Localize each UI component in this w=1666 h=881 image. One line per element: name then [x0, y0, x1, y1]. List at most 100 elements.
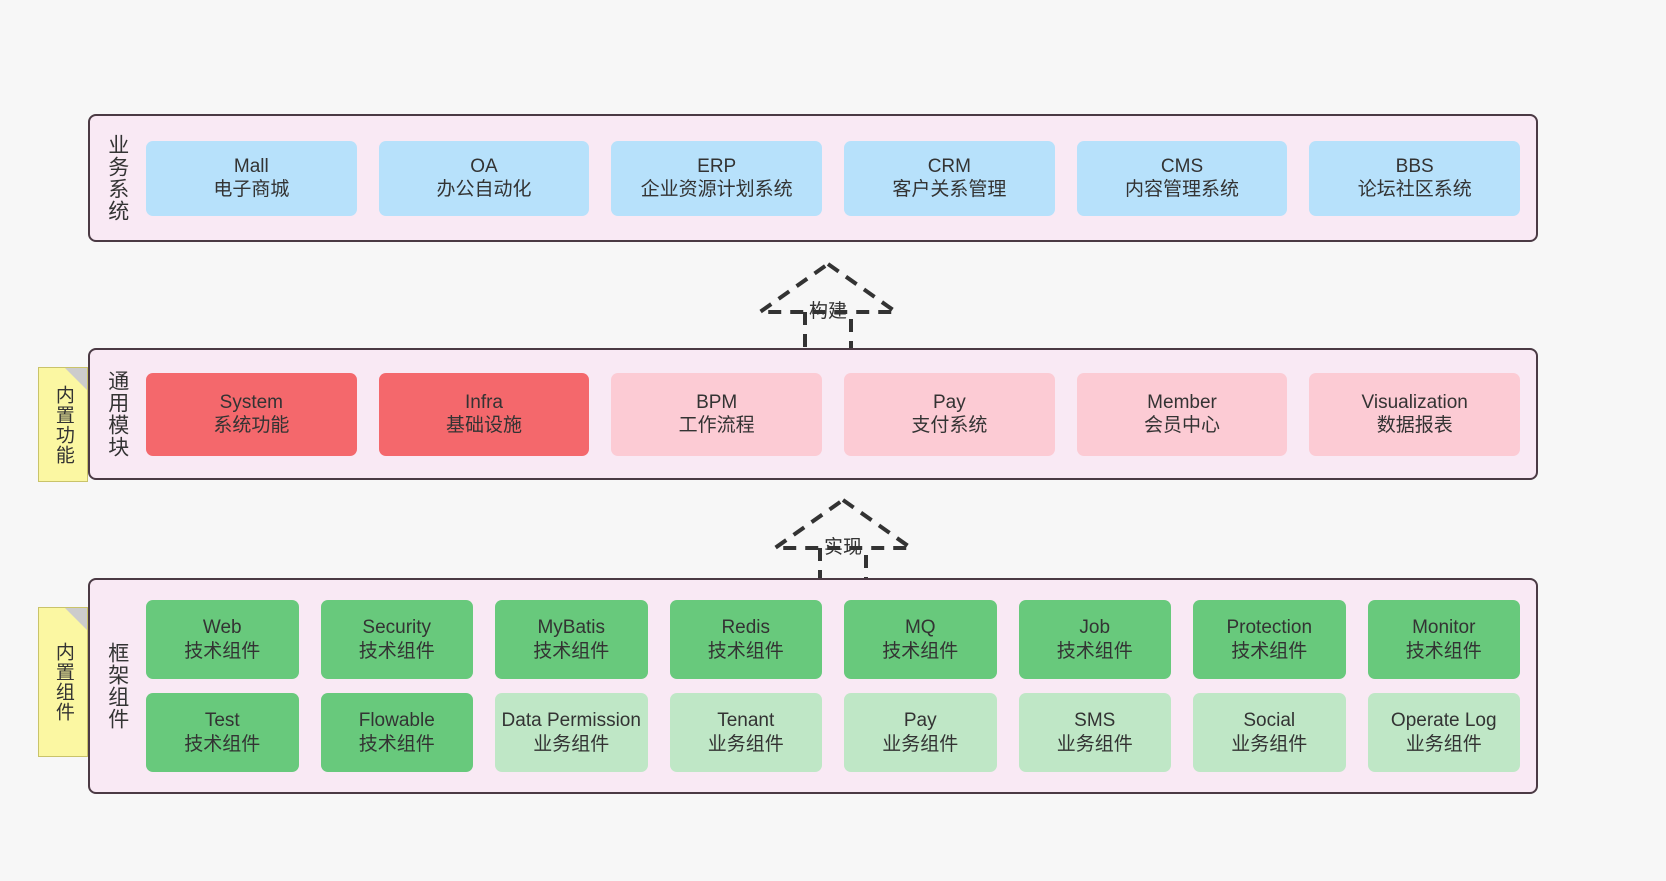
- node-title: BBS: [1395, 155, 1434, 177]
- node-protection[interactable]: Protection 技术组件: [1193, 600, 1346, 679]
- node-subtitle: 业务组件: [882, 733, 959, 755]
- common-node-row: System 系统功能 Infra 基础设施 BPM 工作流程 Pay 支付系统…: [146, 372, 1521, 456]
- node-pay-business[interactable]: Pay 业务组件: [844, 693, 997, 772]
- layer-common-module[interactable]: 通用模块 System 系统功能 Infra 基础设施 BPM 工作流程 Pay: [88, 348, 1538, 480]
- node-erp[interactable]: ERP 企业资源计划系统: [611, 140, 823, 216]
- framework-business-row: Test 技术组件 Flowable 技术组件 Data Permission …: [146, 693, 1520, 772]
- node-subtitle: 技术组件: [358, 640, 435, 662]
- node-security[interactable]: Security 技术组件: [320, 600, 473, 679]
- node-sms[interactable]: SMS 业务组件: [1018, 693, 1171, 772]
- node-redis[interactable]: Redis 技术组件: [669, 600, 822, 679]
- note-builtin-components[interactable]: 内置组件: [38, 607, 88, 757]
- node-title: System: [219, 391, 284, 413]
- layer-common-body: System 系统功能 Infra 基础设施 BPM 工作流程 Pay 支付系统…: [140, 350, 1536, 478]
- layer-common-title: 通用模块: [105, 370, 129, 458]
- node-subtitle: 技术组件: [1231, 640, 1308, 662]
- node-title: Redis: [721, 617, 771, 639]
- layer-business-body: Mall 电子商城 OA 办公自动化 ERP 企业资源计划系统 CRM 客户关系…: [140, 116, 1536, 240]
- node-title: OA: [470, 155, 498, 177]
- node-title: MyBatis: [537, 617, 606, 639]
- node-bbs[interactable]: BBS 论坛社区系统: [1309, 140, 1521, 216]
- node-title: CRM: [927, 155, 971, 177]
- node-subtitle: 电子商城: [213, 179, 290, 200]
- node-title: Flowable: [358, 710, 435, 732]
- business-node-row: Mall 电子商城 OA 办公自动化 ERP 企业资源计划系统 CRM 客户关系…: [146, 140, 1521, 216]
- node-subtitle: 论坛社区系统: [1357, 179, 1472, 200]
- node-title: Job: [1079, 617, 1111, 639]
- node-title: Member: [1147, 391, 1217, 413]
- node-title: Web: [202, 617, 242, 639]
- node-subtitle: 企业资源计划系统: [640, 179, 793, 200]
- note-builtin-features[interactable]: 内置功能: [38, 367, 88, 482]
- node-subtitle: 技术组件: [882, 640, 959, 662]
- node-subtitle: 客户关系管理: [892, 179, 1007, 200]
- node-mq[interactable]: MQ 技术组件: [844, 600, 997, 679]
- connector-label-implement: 实现: [823, 537, 863, 558]
- node-monitor[interactable]: Monitor 技术组件: [1367, 600, 1520, 679]
- node-title: Mall: [233, 155, 269, 177]
- node-mall[interactable]: Mall 电子商城: [146, 140, 357, 216]
- node-infra[interactable]: Infra 基础设施: [378, 372, 590, 456]
- node-operate-log[interactable]: Operate Log 业务组件: [1367, 693, 1520, 772]
- node-subtitle: 工作流程: [678, 415, 755, 436]
- node-pay[interactable]: Pay 支付系统: [844, 372, 1055, 456]
- layer-business-title: 业务系统: [105, 134, 129, 222]
- node-subtitle: 会员中心: [1144, 415, 1221, 436]
- node-subtitle: 技术组件: [707, 640, 784, 662]
- node-subtitle: 业务组件: [1056, 733, 1133, 755]
- layer-framework-body: Web 技术组件 Security 技术组件 MyBatis 技术组件 Redi…: [140, 580, 1536, 792]
- connector-arrow-build: 构建: [748, 258, 908, 358]
- node-subtitle: 基础设施: [446, 415, 523, 436]
- node-member[interactable]: Member 会员中心: [1076, 372, 1288, 456]
- node-subtitle: 内容管理系统: [1125, 179, 1240, 200]
- node-subtitle: 技术组件: [184, 640, 261, 662]
- node-subtitle: 技术组件: [358, 733, 435, 755]
- node-cms[interactable]: CMS 内容管理系统: [1076, 140, 1288, 216]
- node-title: Social: [1243, 710, 1296, 732]
- node-subtitle: 技术组件: [184, 733, 261, 755]
- node-oa[interactable]: OA 办公自动化: [378, 140, 590, 216]
- node-title: Data Permission: [501, 710, 641, 732]
- node-subtitle: 业务组件: [533, 733, 610, 755]
- framework-tech-row: Web 技术组件 Security 技术组件 MyBatis 技术组件 Redi…: [146, 600, 1520, 679]
- node-title: SMS: [1074, 710, 1116, 732]
- connector-label-build: 构建: [808, 301, 848, 322]
- node-bpm[interactable]: BPM 工作流程: [611, 372, 823, 456]
- node-visualization[interactable]: Visualization 数据报表: [1309, 372, 1521, 456]
- node-subtitle: 业务组件: [1231, 733, 1308, 755]
- node-title: Operate Log: [1390, 710, 1497, 732]
- node-tenant[interactable]: Tenant 业务组件: [669, 693, 822, 772]
- node-subtitle: 技术组件: [1056, 640, 1133, 662]
- node-subtitle: 办公自动化: [436, 179, 532, 200]
- node-title: MQ: [904, 617, 936, 639]
- node-subtitle: 技术组件: [533, 640, 610, 662]
- node-title: Pay: [932, 391, 966, 413]
- node-title: Protection: [1226, 617, 1313, 639]
- node-title: Pay: [903, 710, 937, 732]
- node-title: Tenant: [717, 710, 775, 732]
- node-subtitle: 业务组件: [1405, 733, 1482, 755]
- node-mybatis[interactable]: MyBatis 技术组件: [495, 600, 648, 679]
- node-web[interactable]: Web 技术组件: [146, 600, 299, 679]
- layer-business-system[interactable]: 业务系统 Mall 电子商城 OA 办公自动化 ERP 企业资源计划系统 CRM: [88, 114, 1538, 242]
- layer-framework-component[interactable]: 框架组件 Web 技术组件 Security 技术组件 MyBatis 技术组件…: [88, 578, 1538, 794]
- node-subtitle: 系统功能: [213, 415, 290, 436]
- node-social[interactable]: Social 业务组件: [1193, 693, 1346, 772]
- node-title: ERP: [697, 155, 737, 177]
- page-fold-icon: [65, 368, 87, 390]
- connector-arrow-implement: 实现: [763, 494, 923, 594]
- layer-framework-title: 框架组件: [105, 642, 129, 730]
- node-data-permission[interactable]: Data Permission 业务组件: [495, 693, 648, 772]
- node-title: CMS: [1160, 155, 1204, 177]
- node-system[interactable]: System 系统功能: [146, 372, 357, 456]
- note-label: 内置功能: [52, 384, 74, 465]
- node-crm[interactable]: CRM 客户关系管理: [844, 140, 1055, 216]
- page-fold-icon: [65, 608, 87, 630]
- node-subtitle: 支付系统: [911, 415, 988, 436]
- node-flowable[interactable]: Flowable 技术组件: [320, 693, 473, 772]
- node-title: Visualization: [1361, 391, 1468, 413]
- node-subtitle: 业务组件: [707, 733, 784, 755]
- node-job[interactable]: Job 技术组件: [1018, 600, 1171, 679]
- node-test[interactable]: Test 技术组件: [146, 693, 299, 772]
